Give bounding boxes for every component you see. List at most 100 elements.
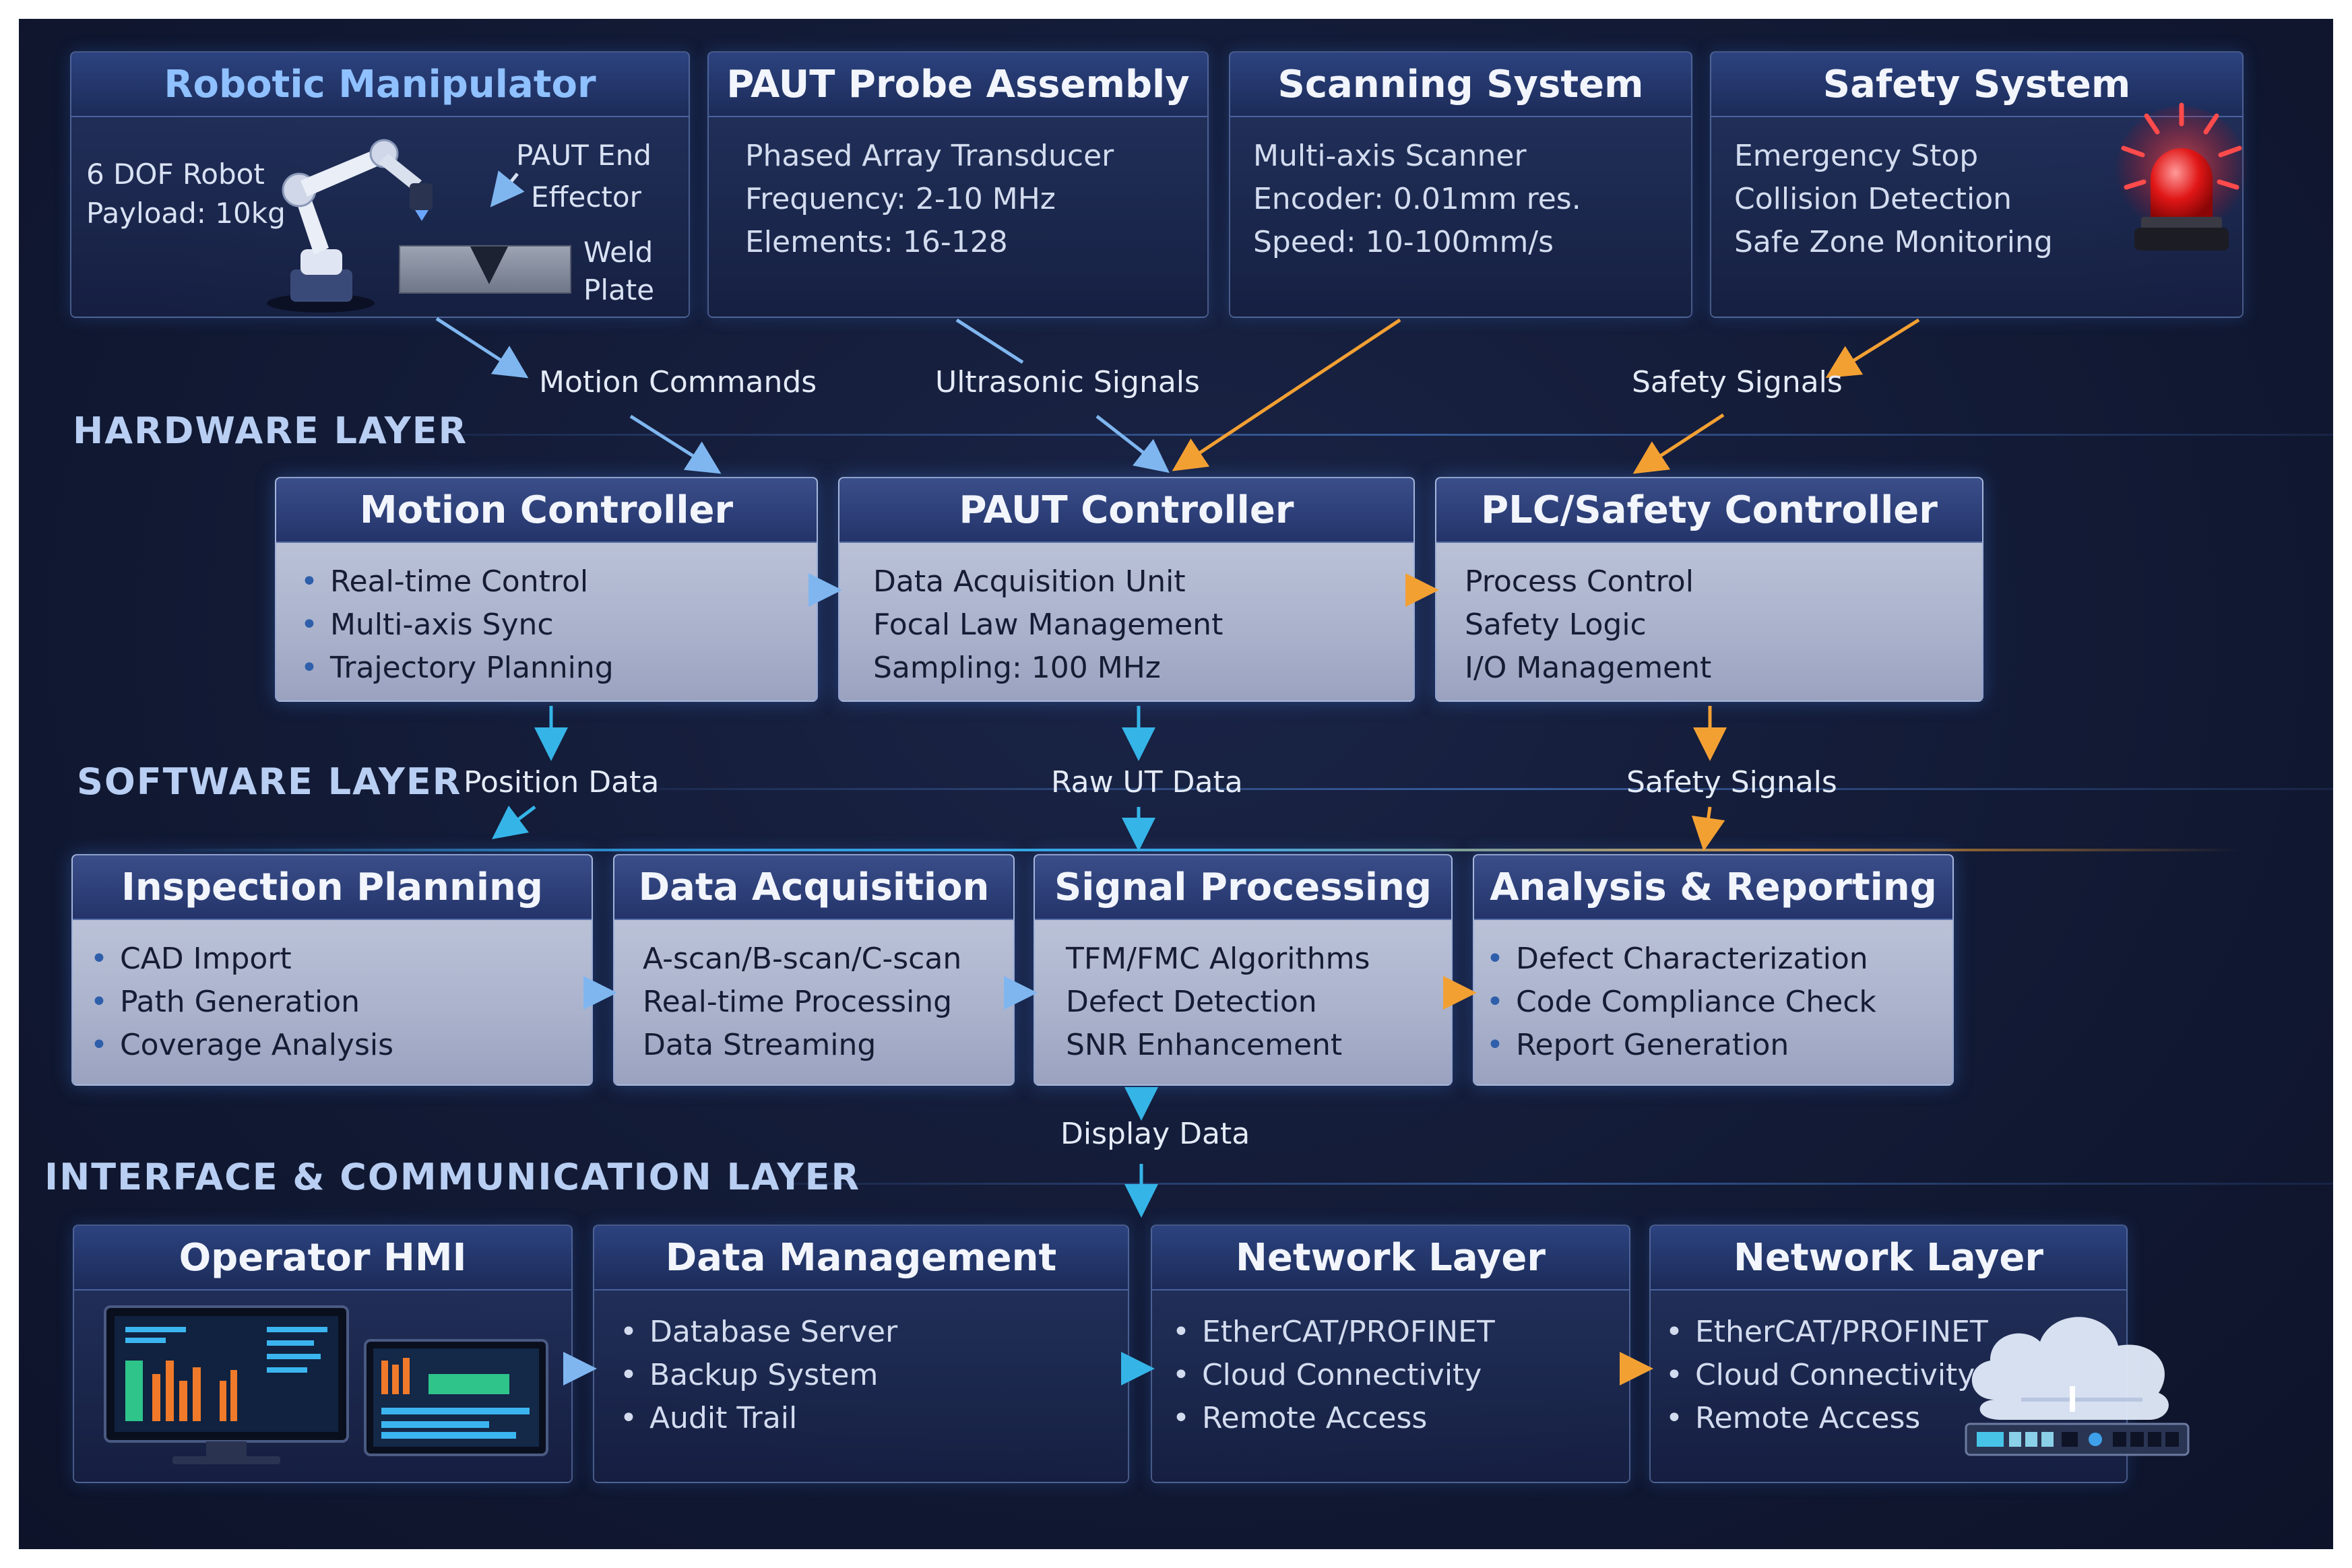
network-layer-title-1: Network Layer bbox=[1152, 1226, 1629, 1291]
list-item: EtherCAT/PROFINET bbox=[1172, 1311, 1629, 1354]
ultrasonic-line-a bbox=[955, 318, 1024, 364]
plc-controller-title: PLC/Safety Controller bbox=[1436, 478, 1982, 543]
paut-probe-box: PAUT Probe Assembly Phased Array Transdu… bbox=[707, 51, 1209, 318]
position-data-label: Position Data bbox=[464, 765, 660, 799]
list-item: Backup System bbox=[620, 1354, 1128, 1397]
data-management-title: Data Management bbox=[594, 1226, 1128, 1291]
safety-system-list: Emergency Stop Collision Detection Safe … bbox=[1711, 117, 2242, 264]
network-layer-title-2: Network Layer bbox=[1651, 1226, 2126, 1291]
robot-payload: Payload: 10kg bbox=[86, 197, 286, 230]
hardware-safety-signals-label: Safety Signals bbox=[1632, 365, 1843, 399]
ultrasonic-arrow-b bbox=[1095, 415, 1170, 473]
list-item: Frequency: 2-10 MHz bbox=[745, 182, 1056, 216]
list-item: Encoder: 0.01mm res. bbox=[1253, 182, 1581, 216]
paut-controller-list: Data Acquisition Unit Focal Law Manageme… bbox=[839, 543, 1413, 690]
list-item: EtherCAT/PROFINET bbox=[1665, 1311, 2126, 1354]
list-item: Real-time Control bbox=[300, 560, 817, 603]
warning-beacon-icon bbox=[2114, 102, 2249, 251]
list-item: Cloud Connectivity bbox=[1172, 1354, 1629, 1397]
scanning-system-title: Scanning System bbox=[1230, 53, 1691, 117]
safety-system-title: Safety System bbox=[1711, 53, 2242, 117]
list-item: Report Generation bbox=[1486, 1024, 1952, 1067]
signal-processing-list: TFM/FMC Algorithms Defect Detection SNR … bbox=[1035, 920, 1451, 1067]
weld-plate-label-2: Plate bbox=[583, 273, 655, 306]
list-item: Trajectory Planning bbox=[300, 647, 817, 690]
software-glow bbox=[154, 849, 2242, 851]
paut-controller-title: PAUT Controller bbox=[839, 478, 1413, 543]
hardware-separator bbox=[457, 434, 2333, 436]
robot-arm-icon bbox=[267, 139, 433, 313]
data-acquisition-list: A-scan/B-scan/C-scan Real-time Processin… bbox=[614, 920, 1013, 1067]
data-management-box: Data Management Database Server Backup S… bbox=[593, 1224, 1129, 1483]
list-item: Real-time Processing bbox=[643, 985, 953, 1019]
list-item: Safety Logic bbox=[1465, 608, 1647, 642]
motion-controller-title: Motion Controller bbox=[276, 478, 817, 543]
safety-signals-arrow-b bbox=[1632, 413, 1725, 474]
list-item: Focal Law Management bbox=[873, 608, 1223, 642]
data-acquisition-title: Data Acquisition bbox=[614, 855, 1013, 920]
cloud-icon bbox=[1965, 1317, 2190, 1456]
network-layer-list-1: EtherCAT/PROFINET Cloud Connectivity Rem… bbox=[1152, 1291, 1629, 1440]
analysis-reporting-list: Defect Characterization Code Compliance … bbox=[1474, 920, 1952, 1067]
data-acquisition-box: Data Acquisition A-scan/B-scan/C-scan Re… bbox=[613, 854, 1015, 1086]
motion-commands-label: Motion Commands bbox=[539, 365, 817, 399]
end-effector-pointer bbox=[490, 170, 525, 207]
scanner-arrow bbox=[1172, 318, 1401, 471]
network-layer-list-2: EtherCAT/PROFINET Cloud Connectivity Rem… bbox=[1651, 1291, 2126, 1440]
list-item: A-scan/B-scan/C-scan bbox=[643, 942, 962, 976]
robotic-manipulator-title: Robotic Manipulator bbox=[71, 53, 689, 117]
software-separator bbox=[659, 788, 2333, 790]
list-item: Path Generation bbox=[90, 981, 592, 1024]
paut-probe-title: PAUT Probe Assembly bbox=[709, 53, 1207, 117]
list-item: Cloud Connectivity bbox=[1665, 1354, 2126, 1397]
list-item: Process Control bbox=[1465, 564, 1694, 599]
paut-probe-list: Phased Array Transducer Frequency: 2-10 … bbox=[709, 117, 1207, 264]
analysis-reporting-box: Analysis & Reporting Defect Characteriza… bbox=[1473, 854, 1954, 1086]
scanning-system-box: Scanning System Multi-axis Scanner Encod… bbox=[1229, 51, 1692, 318]
list-item: Remote Access bbox=[1665, 1397, 2126, 1440]
operator-hmi-box: Operator HMI bbox=[73, 1224, 573, 1483]
raw-ut-data-label: Raw UT Data bbox=[1051, 765, 1243, 799]
safety-signals-arrow-a bbox=[1825, 318, 1920, 379]
network-layer-box-1: Network Layer EtherCAT/PROFINET Cloud Co… bbox=[1151, 1224, 1630, 1483]
weld-groove bbox=[470, 247, 508, 284]
ultrasonic-signals-label: Ultrasonic Signals bbox=[935, 365, 1200, 399]
interface-layer-label: INTERFACE & COMMUNICATION LAYER bbox=[44, 1156, 861, 1198]
operator-hmi-title: Operator HMI bbox=[74, 1226, 571, 1291]
list-item: Multi-axis Sync bbox=[300, 603, 817, 647]
list-item: Coverage Analysis bbox=[90, 1024, 592, 1067]
software-layer-label: SOFTWARE LAYER bbox=[77, 760, 462, 803]
diagram-canvas: HARDWARE LAYER SOFTWARE LAYER INTERFACE … bbox=[19, 19, 2333, 1549]
motion-controller-box: Motion Controller Real-time Control Mult… bbox=[275, 477, 818, 702]
plc-controller-list: Process Control Safety Logic I/O Managem… bbox=[1436, 543, 1982, 690]
list-item: Code Compliance Check bbox=[1486, 981, 1952, 1024]
list-item: Defect Detection bbox=[1066, 985, 1317, 1019]
inspection-planning-title: Inspection Planning bbox=[73, 855, 592, 920]
list-item: Elements: 16-128 bbox=[745, 225, 1008, 259]
list-item: Emergency Stop bbox=[1734, 139, 1979, 173]
list-item: Data Streaming bbox=[643, 1028, 877, 1062]
motion-controller-list: Real-time Control Multi-axis Sync Trajec… bbox=[276, 543, 817, 690]
plc-controller-box: PLC/Safety Controller Process Control Sa… bbox=[1435, 477, 1983, 702]
inspection-planning-list: CAD Import Path Generation Coverage Anal… bbox=[73, 920, 592, 1067]
data-management-list: Database Server Backup System Audit Trai… bbox=[594, 1291, 1128, 1440]
list-item: Sampling: 100 MHz bbox=[873, 651, 1161, 685]
list-item: SNR Enhancement bbox=[1066, 1028, 1343, 1062]
inspection-planning-box: Inspection Planning CAD Import Path Gene… bbox=[71, 854, 593, 1086]
scanning-system-list: Multi-axis Scanner Encoder: 0.01mm res. … bbox=[1230, 117, 1691, 264]
list-item: Remote Access bbox=[1172, 1397, 1629, 1440]
display-data-label: Display Data bbox=[1060, 1117, 1250, 1151]
weld-plate-label-1: Weld bbox=[583, 236, 654, 269]
list-item: Audit Trail bbox=[620, 1397, 1128, 1440]
list-item: Phased Array Transducer bbox=[745, 139, 1114, 173]
safety-down-arrow bbox=[1691, 806, 1725, 851]
end-effector-label-1: PAUT End bbox=[516, 139, 651, 172]
hardware-layer-label: HARDWARE LAYER bbox=[73, 410, 468, 452]
list-item: Database Server bbox=[620, 1311, 1128, 1354]
end-effector-label-2: Effector bbox=[531, 181, 641, 214]
analysis-reporting-title: Analysis & Reporting bbox=[1474, 855, 1952, 920]
software-safety-signals-label: Safety Signals bbox=[1626, 765, 1837, 799]
list-item: Multi-axis Scanner bbox=[1253, 139, 1527, 173]
arrow-layer bbox=[435, 170, 1920, 1385]
signal-processing-box: Signal Processing TFM/FMC Algorithms Def… bbox=[1034, 854, 1453, 1086]
